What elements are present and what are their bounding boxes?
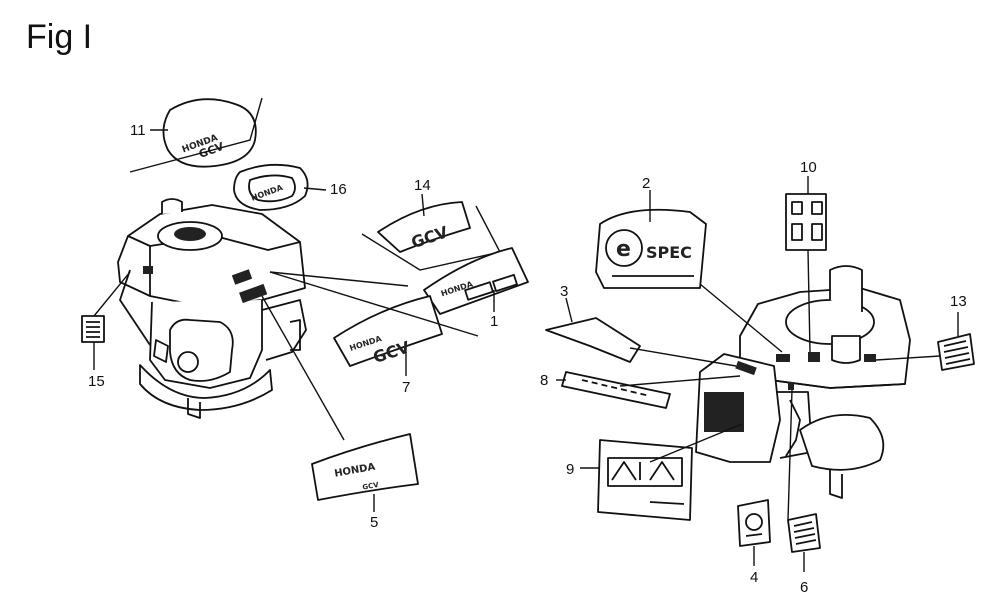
callout-3: 3 (560, 283, 568, 300)
callout-9: 9 (566, 461, 574, 478)
callout-14: 14 (414, 177, 431, 194)
left-engine-illustration (117, 198, 307, 419)
decal-11-frame-line (129, 97, 263, 173)
decal-3 (545, 317, 641, 363)
decal-5-model-text: GCV (362, 481, 380, 492)
right-engine-illustration (695, 265, 911, 499)
callout-4: 4 (750, 569, 758, 586)
callout-7: 7 (402, 379, 410, 396)
decal-13-leader-line (875, 355, 941, 361)
decal-6 (787, 513, 821, 553)
callout-15: 15 (88, 373, 105, 390)
callout-2: 2 (642, 175, 650, 192)
callout-10: 10 (800, 159, 817, 176)
decal-5: HONDA GCV (311, 433, 419, 501)
decal-2-mark-text: e (616, 237, 631, 262)
decal-15 (81, 315, 105, 343)
decal-6-leader-line (787, 389, 793, 521)
callout-1: 1 (490, 313, 498, 330)
decal-14-frame-line (361, 205, 502, 271)
decal-13 (937, 333, 975, 371)
decal-1: HONDA (423, 247, 529, 315)
callout-8: 8 (540, 372, 548, 389)
decal-8 (561, 371, 671, 409)
callout-16: 16 (330, 181, 347, 198)
decal-4 (737, 499, 771, 547)
decal-7: HONDA GCV (333, 295, 443, 367)
callout-14-leader (421, 193, 425, 217)
callout-13: 13 (950, 293, 967, 310)
callout-16-leader (303, 187, 327, 191)
decal-2: e SPEC (595, 208, 707, 289)
decal-10-leader-line (807, 249, 811, 353)
decal-16: HONDA (233, 163, 309, 211)
decal-5-leader-line (261, 295, 345, 441)
decal-10 (785, 193, 827, 251)
callout-6: 6 (800, 579, 808, 596)
decal-9-leader-line (649, 423, 743, 463)
decal-1-leader-line (269, 271, 409, 287)
decal-7-leader-line (269, 271, 479, 337)
decal-2-brand-text: SPEC (646, 243, 692, 262)
decal-3-leader-line (629, 347, 737, 367)
callout-5: 5 (370, 514, 378, 531)
decal-15-leader-line (93, 271, 131, 317)
figure-title: Fig I (26, 18, 93, 56)
callout-3-leader (565, 297, 573, 323)
decal-9 (597, 439, 693, 521)
decal-2-leader-line (699, 283, 783, 353)
decal-11: HONDA GCV (162, 98, 257, 168)
decal-8-leader-line (619, 375, 741, 387)
callout-11: 11 (130, 122, 146, 139)
